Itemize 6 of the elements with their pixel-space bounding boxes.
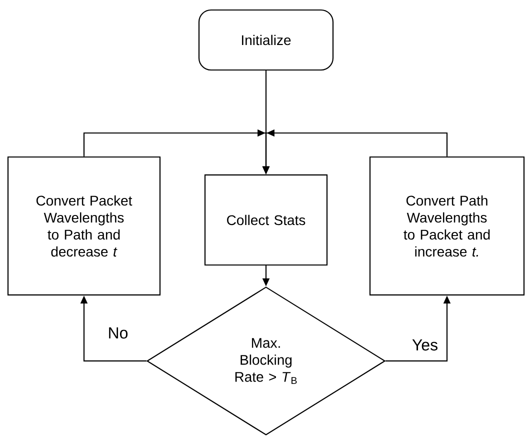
edge-label: Yes xyxy=(410,338,440,352)
start-box: Initialize xyxy=(198,9,334,71)
process-box: Convert Packet Wavelengths to Path and decrease t xyxy=(7,156,161,296)
edge-label: No xyxy=(106,326,130,340)
process-box: Convert Path Wavelengths to Packet and increase t. xyxy=(369,156,525,296)
process-box: Collect Stats xyxy=(204,174,328,266)
